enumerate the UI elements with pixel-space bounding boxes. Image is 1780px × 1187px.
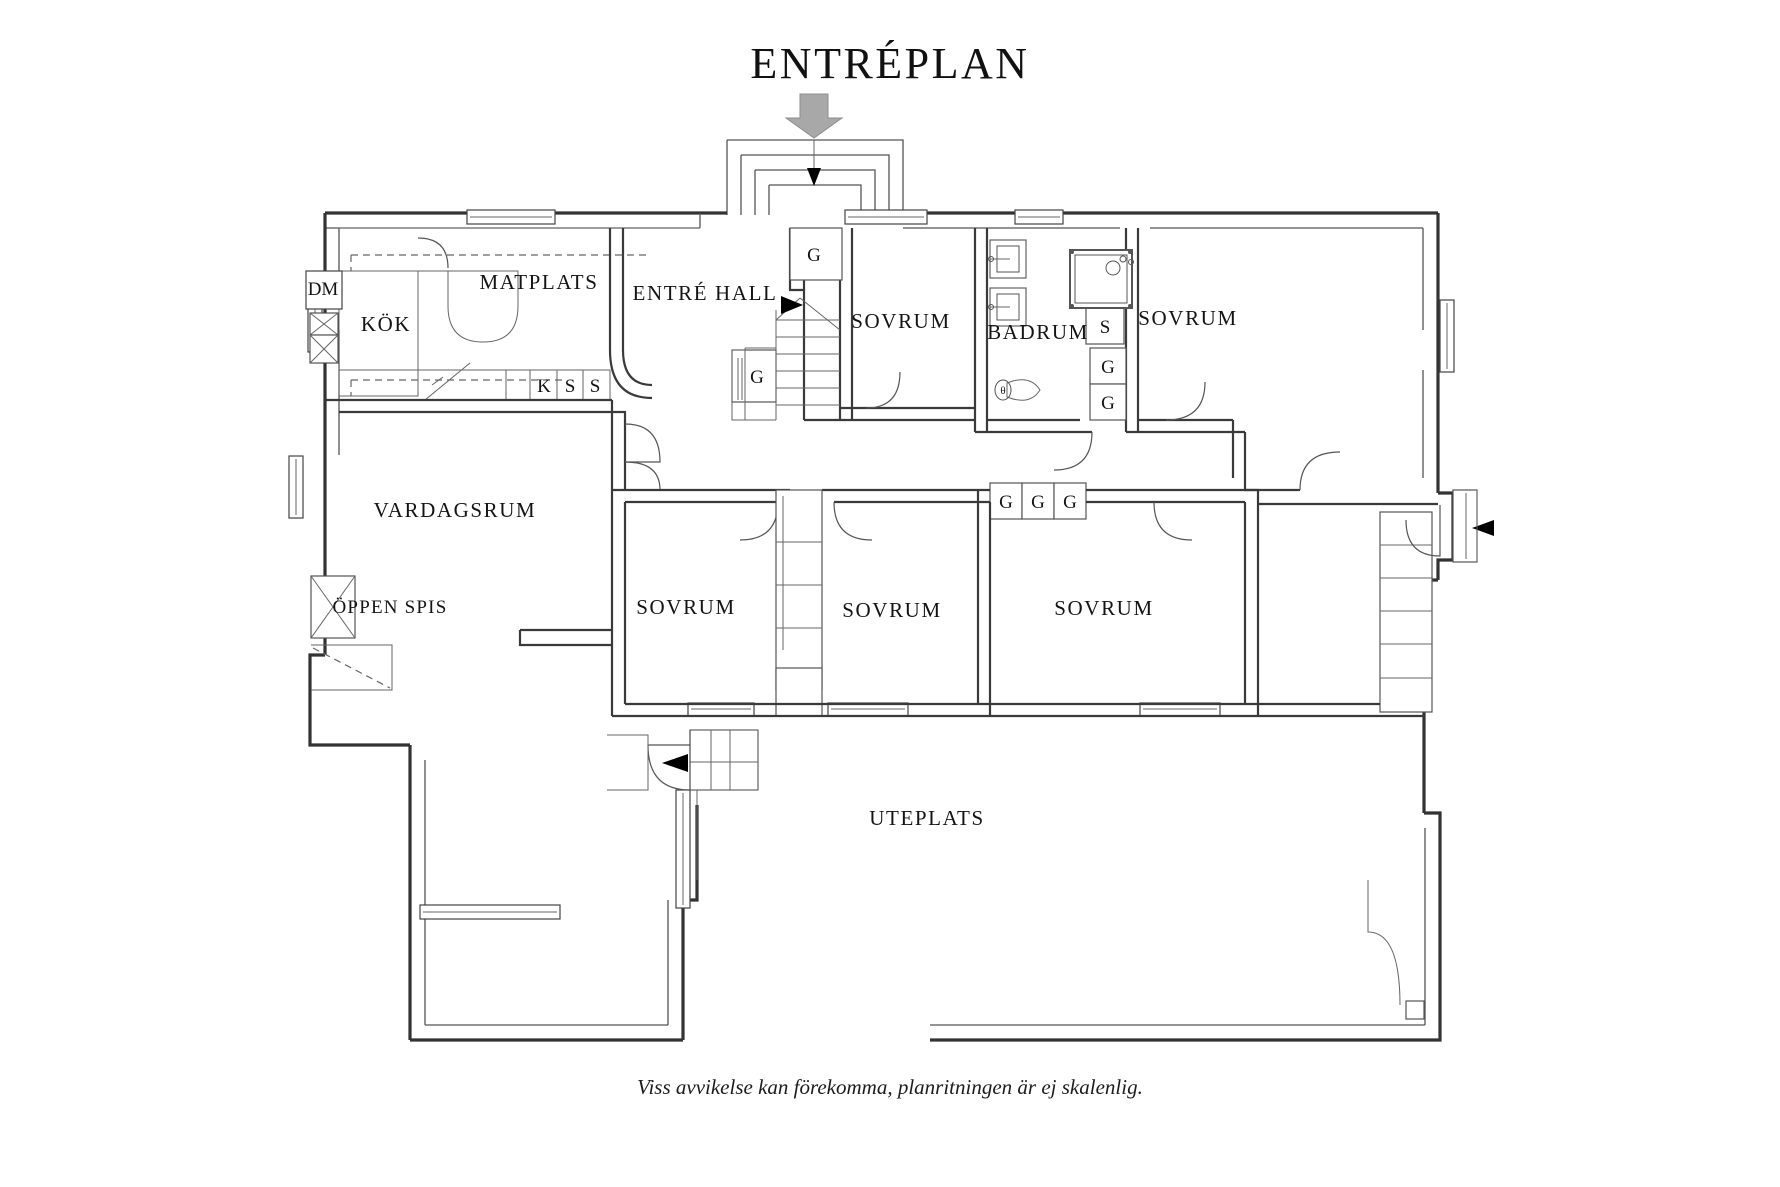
closet-label-s-bath: S [1100,317,1111,338]
kitchen-area [305,227,700,401]
room-label-vardagsrum: VARDAGSRUM [374,498,537,522]
fixture-labels: DM K S S G G S G G G G G [308,245,1115,513]
room-label-badrum: BADRUM [987,320,1089,344]
closet-label-g-mid-1: G [999,492,1013,513]
closet-label-g-hall-upper: G [807,245,821,266]
patio-steps [607,729,759,880]
room-label-sovrum-2: SOVRUM [1138,306,1237,330]
closet-label-g-bath-1: G [1101,357,1115,378]
room-label-sovrum-1: SOVRUM [851,309,950,333]
room-label-kok: KÖK [361,312,411,336]
closet-label-s-2: S [590,376,601,397]
closet-label-g-hall-lower: G [750,367,764,388]
closet-boxes [731,227,1127,520]
svg-text:θ: θ [1000,385,1005,397]
fireplace [310,575,393,691]
bedroom-walls-lower [518,488,1433,718]
entry-porch-steps [726,139,904,215]
plan-disclaimer-caption: Viss avvikelse kan förekomma, planritnin… [637,1075,1143,1099]
room-label-oppen-spis: ÖPPEN SPIS [333,597,448,618]
room-labels: KÖK MATPLATS ENTRÉ HALL SOVRUM BADRUM SO… [333,270,1237,830]
room-label-sovrum-5: SOVRUM [1054,596,1153,620]
bathroom-fixtures: θ [988,239,1134,401]
page-title: ENTRÉPLAN [750,39,1030,88]
staircase-main [731,296,841,421]
room-label-sovrum-3: SOVRUM [636,595,735,619]
room-label-entre-hall: ENTRÉ HALL [633,281,778,305]
closet-label-g-bath-2: G [1101,393,1115,414]
room-label-matplats: MATPLATS [480,270,599,294]
closet-label-g-mid-2: G [1031,492,1045,513]
room-label-sovrum-4: SOVRUM [842,598,941,622]
closet-label-g-mid-3: G [1063,492,1077,513]
appliance-label-dm: DM [308,279,339,300]
interior-walls [325,228,1438,506]
room-label-uteplats: UTEPLATS [869,806,984,830]
side-entry-door [1405,489,1494,563]
closet-label-s-1: S [565,376,576,397]
patio-corner [1367,880,1425,1020]
entry-arrow-icon [784,93,844,139]
closet-label-k-1: K [537,376,551,397]
